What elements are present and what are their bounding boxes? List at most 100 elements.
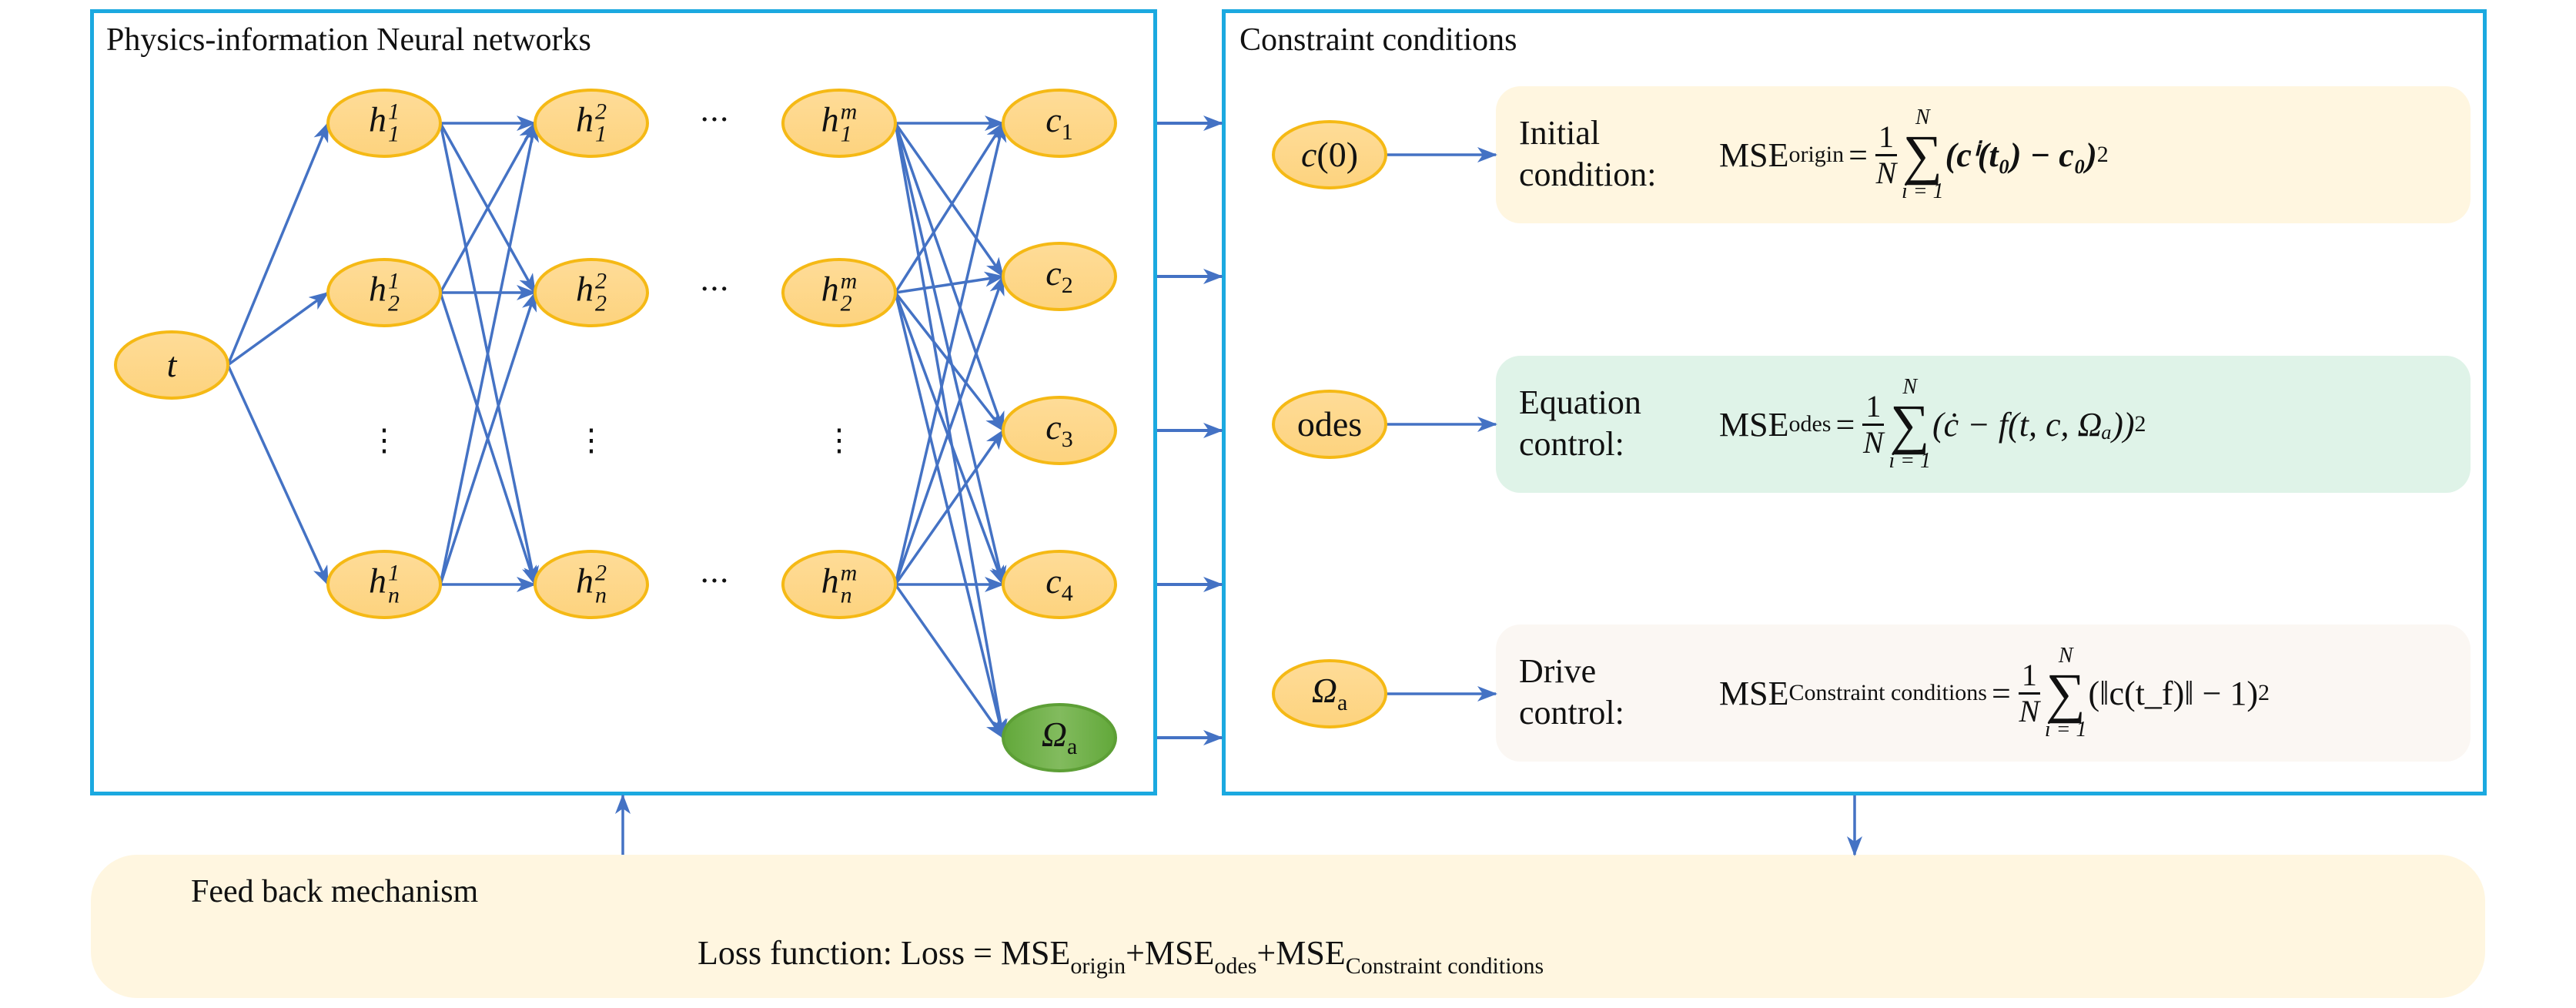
edge-hm-2-to-out-4	[894, 292, 1005, 586]
fraction-denominator: N	[1862, 424, 1884, 460]
feedback-title: Feed back mechanism	[191, 874, 479, 909]
equals-sign: =	[1835, 405, 1855, 444]
drive-control-label: Drive control:	[1519, 651, 1624, 734]
sigma-icon: ∑	[1902, 123, 1942, 186]
sum-lower: i = 1	[2044, 718, 2087, 742]
edge-hm-1-to-out-2	[894, 122, 1005, 278]
constraint-node-1	[1272, 120, 1387, 189]
input-node-t	[114, 330, 229, 400]
mse-subscript: Constraint conditions	[1788, 680, 1987, 705]
hidden-node-layer-2-3	[534, 550, 649, 619]
equals-sign: =	[1848, 136, 1868, 174]
equals-sign: =	[1991, 674, 2011, 712]
fraction-numerator: 1	[1875, 121, 1897, 156]
label-line-2: control:	[1519, 694, 1624, 732]
fraction-denominator: N	[1875, 155, 1897, 190]
formula-body: (ċ − f(t, c, Ωₐ))	[1932, 405, 2135, 444]
edge-hm-3-to-out-5	[894, 583, 1005, 739]
output-node-label: c2	[1045, 253, 1073, 298]
hidden-node-layer-2-1	[534, 89, 649, 158]
mse-subscript: odes	[1788, 411, 1832, 437]
sum-lower: i = 1	[1901, 179, 1944, 204]
output-node-5	[1002, 703, 1117, 772]
sum-lower: i = 1	[1889, 449, 1931, 474]
edge-hm-3-to-out-2	[894, 275, 1005, 585]
mse-symbol: MSE	[1719, 136, 1789, 174]
vertical-ellipsis: ⋮	[824, 423, 855, 458]
edge-h1-3-to-h2-2	[439, 291, 537, 585]
output-node-label: c4	[1045, 561, 1073, 606]
horizontal-ellipsis: ···	[699, 272, 730, 307]
formula-body: (cⁱ(t₀) − c₀)	[1945, 136, 2097, 174]
sum-upper: N	[1902, 374, 1917, 399]
formula-body: (‖c(t_f)‖ − 1)	[2088, 674, 2259, 712]
summation: N∑i = 1	[2045, 645, 2087, 741]
loss-term-odes-sub: odes	[1214, 953, 1257, 979]
sigma-icon: ∑	[2046, 661, 2086, 724]
constraint-node-label: Ωa	[1311, 671, 1348, 715]
equation-control-label: Equation control:	[1519, 382, 1641, 465]
hidden-node-layer-2-2	[534, 258, 649, 327]
output-node-label: Ωa	[1041, 715, 1078, 759]
vertical-ellipsis: ⋮	[369, 423, 400, 458]
plus-sign: +	[1256, 934, 1276, 972]
hidden-node-layer-1-3	[326, 550, 442, 619]
edge-hm-2-to-out-5	[894, 292, 1007, 739]
sigma-icon: ∑	[1889, 393, 1930, 455]
edge-t-to-h1-3	[226, 364, 330, 586]
label-line-1: Equation	[1519, 383, 1641, 421]
constraint-panel-title: Constraint conditions	[1239, 22, 1517, 58]
edge-hm-2-to-out-3	[894, 291, 1005, 432]
constraint-node-3	[1272, 659, 1387, 728]
input-node-label: t	[166, 345, 177, 384]
label-line-1: Initial	[1519, 114, 1601, 152]
output-node-label: c1	[1045, 100, 1073, 145]
initial-condition-label: Initial condition:	[1519, 112, 1656, 196]
edge-hm-3-to-out-3	[894, 429, 1005, 586]
constraint-node-label: odes	[1296, 404, 1363, 444]
edge-hm-2-to-out-1	[894, 122, 1005, 293]
mse-symbol: MSE	[1719, 674, 1789, 712]
feedback-box	[91, 855, 2485, 998]
summation: N∑i = 1	[1901, 105, 1944, 204]
hidden-node-layer-1-2	[326, 258, 442, 327]
label-line-1: Drive	[1519, 652, 1597, 690]
pinn-panel-title: Physics-information Neural networks	[106, 22, 591, 58]
edge-t-to-h1-2	[226, 291, 330, 367]
sum-upper: N	[1915, 105, 1930, 129]
constraint-node-label: c(0)	[1300, 135, 1359, 174]
formula-power: 2	[2134, 411, 2146, 437]
fraction-denominator: N	[2019, 693, 2040, 728]
edge-hm-1-to-out-3	[894, 122, 1005, 432]
fraction-numerator: 1	[1862, 390, 1885, 426]
formula-power: 2	[2096, 142, 2109, 167]
loss-term-odes: MSE	[1144, 934, 1215, 972]
edge-h1-3-to-h2-1	[439, 122, 539, 585]
output-node-2	[1002, 242, 1117, 311]
output-node-4	[1002, 550, 1117, 619]
output-node-3	[1002, 396, 1117, 465]
summation: N∑i = 1	[1889, 374, 1931, 474]
loss-formula: Loss function: Loss = MSEorigin+MSEodes+…	[698, 933, 1544, 980]
label-line-2: condition:	[1519, 156, 1657, 193]
mse-subscript: origin	[1788, 142, 1845, 167]
plus-sign: +	[1126, 934, 1145, 972]
